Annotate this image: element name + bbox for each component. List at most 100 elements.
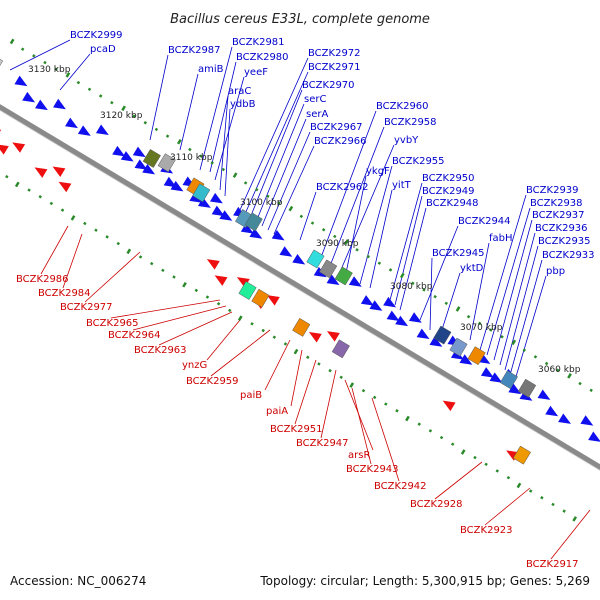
forward-gene-arrow [35, 99, 48, 111]
gc-tick [544, 361, 549, 366]
gc-tick [60, 208, 65, 212]
gc-tick [433, 294, 437, 299]
forward-gene-label: pbp [546, 266, 565, 277]
gc-tick [466, 314, 471, 319]
forward-gene-label: yktD [460, 263, 484, 274]
forward-gene-arrow [163, 176, 177, 188]
gc-tick [417, 422, 421, 426]
scale-tick-label: 3080 kbp [390, 282, 433, 292]
feature-box [319, 259, 338, 279]
forward-label-leader [9, 39, 71, 71]
reverse-gene-label: BCZK2984 [38, 288, 91, 299]
gc-tick [210, 161, 214, 165]
feature-box [251, 288, 270, 308]
scale-tick-label: 3090 kbp [316, 239, 359, 249]
feature-box [238, 281, 257, 300]
gc-tick [255, 187, 259, 192]
gc-tick [500, 335, 504, 339]
feature-box [433, 325, 452, 345]
forward-gene-label: amiB [198, 64, 224, 75]
forward-gene-label: BCZK2970 [302, 80, 355, 91]
forward-gene-label: yeeF [244, 67, 268, 78]
forward-gene-label: fabH [489, 233, 513, 244]
gc-tick [422, 288, 426, 292]
scale-tick-label: 3110 kbp [170, 153, 213, 163]
forward-gene-arrow [508, 383, 522, 395]
gc-tick [361, 388, 366, 393]
forward-gene-arrow [77, 125, 91, 136]
scale-tick-label: 3130 kbp [28, 65, 71, 75]
reverse-gene-label: BCZK2963 [134, 345, 187, 356]
gc-tick [384, 402, 388, 406]
reverse-gene-label: BCZK2943 [346, 464, 399, 475]
forward-label-leader [394, 195, 423, 306]
feature-box [334, 266, 353, 286]
forward-gene-label: BCZK2949 [422, 186, 475, 197]
forward-label-leader [209, 61, 237, 173]
forward-gene-arrow [197, 197, 211, 208]
forward-label-leader [469, 242, 490, 341]
gc-tick [70, 215, 76, 221]
gc-tick [194, 288, 199, 293]
forward-gene-arrow [386, 310, 400, 322]
forward-gene-label: BCZK2972 [308, 48, 361, 59]
gc-tick [261, 328, 265, 333]
gc-tick [328, 368, 332, 373]
reverse-label-leader [351, 387, 372, 465]
gc-tick [94, 228, 98, 232]
forward-gene-arrow [14, 75, 28, 87]
gc-tick [121, 105, 126, 112]
gc-tick [5, 174, 9, 179]
reverse-gene-arrow [0, 129, 2, 132]
gc-tick [522, 348, 527, 352]
reverse-gene-arrow [308, 332, 322, 343]
map-title: Bacillus cereus E33L, complete genome [170, 12, 430, 27]
forward-gene-arrow [489, 372, 503, 383]
forward-gene-label: BCZK2980 [236, 52, 289, 63]
gc-tick [43, 60, 47, 65]
forward-label-leader [224, 108, 231, 197]
gc-tick [237, 315, 243, 321]
reverse-label-leader [371, 397, 400, 482]
gc-tick [98, 94, 103, 98]
gc-tick [172, 275, 176, 279]
gc-tick [511, 339, 517, 346]
reverse-label-leader [110, 299, 221, 319]
scale-tick-label: 3120 kbp [100, 111, 143, 121]
reverse-gene-arrow [214, 275, 228, 286]
gc-tick [562, 509, 566, 513]
gc-tick [126, 248, 132, 255]
forward-gene-arrow [132, 146, 146, 158]
gc-tick [349, 382, 355, 388]
feature-box [0, 58, 4, 67]
gc-tick [199, 154, 203, 158]
forward-gene-arrow [480, 367, 494, 378]
gc-tick [250, 322, 254, 326]
reverse-gene-label: arsR [348, 450, 370, 461]
forward-gene-arrow [545, 405, 559, 417]
reverse-gene-arrow [52, 166, 66, 177]
forward-label-leader [514, 275, 547, 381]
feature-box [331, 339, 350, 359]
gc-tick [529, 489, 533, 493]
gc-tick [333, 234, 337, 239]
gc-tick [83, 221, 87, 226]
forward-gene-label: pcaD [90, 44, 116, 55]
forward-label-leader [439, 272, 461, 337]
gc-tick [477, 321, 482, 326]
forward-gene-label: BCZK2958 [384, 117, 437, 128]
gc-tick [589, 388, 593, 392]
reverse-gene-arrow [442, 400, 456, 412]
forward-gene-label: BCZK2999 [70, 30, 123, 41]
forward-gene-label: BCZK2939 [526, 185, 579, 196]
forward-label-leader [179, 73, 199, 151]
gc-tick [266, 194, 270, 199]
forward-label-leader [499, 232, 536, 366]
forward-label-leader [299, 191, 317, 241]
forward-gene-label: serA [306, 109, 328, 120]
gc-tick [49, 201, 54, 206]
forward-gene-arrow [95, 124, 109, 135]
scale-tick-label: 3070 kbp [460, 323, 503, 333]
